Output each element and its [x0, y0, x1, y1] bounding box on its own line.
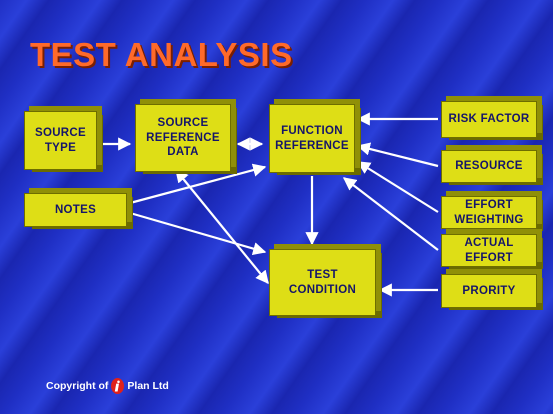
node-function-reference: FUNCTION REFERENCE	[269, 104, 355, 173]
node-source-reference-data: SOURCE REFERENCE DATA	[135, 104, 231, 172]
footer-copyright: Copyright of Plan Ltd	[46, 378, 169, 394]
node-effort-weighting: EFFORT WEIGHTING	[441, 196, 537, 229]
node-source-type: SOURCE TYPE	[24, 111, 97, 170]
arrow-resource-to-function-reference	[356, 142, 439, 168]
arrow-actual-effort-to-function-reference	[342, 177, 439, 251]
arrow-source-reference-test-condition	[175, 168, 269, 285]
node-actual-effort: ACTUAL EFFORT	[441, 234, 537, 267]
node-prority: PRORITY	[441, 274, 537, 308]
copyright-prefix: Copyright of	[46, 380, 109, 392]
node-resource: RESOURCE	[441, 150, 537, 183]
node-risk-factor: RISK FACTOR	[441, 101, 537, 138]
i-logo-icon	[111, 378, 125, 394]
page-title: TEST ANALYSIS	[30, 36, 293, 73]
node-test-condition: TEST CONDITION	[269, 249, 376, 316]
node-notes: NOTES	[24, 193, 127, 227]
arrow-effort-weighting-to-function-reference	[356, 161, 439, 213]
copyright-company: Plan Ltd	[127, 380, 169, 392]
arrow-notes-to-test-condition	[129, 211, 267, 256]
